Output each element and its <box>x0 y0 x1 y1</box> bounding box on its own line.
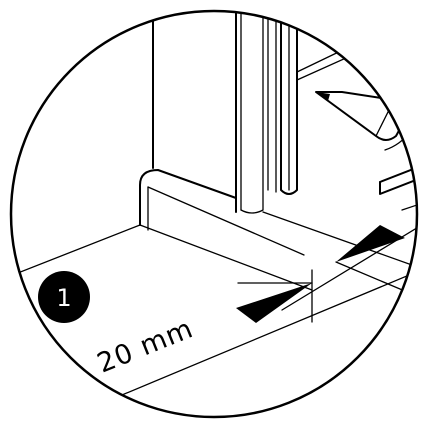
detail-frame-circle <box>9 9 419 419</box>
ruler-lower-edge <box>401 201 417 211</box>
step-badge-label: 1 <box>56 284 71 312</box>
ruler-bottom <box>379 175 417 195</box>
dimension-arrow-right <box>336 225 405 262</box>
wall-panel-bottom <box>240 11 264 214</box>
dimension-arrow-left <box>236 283 312 323</box>
ruler-edge <box>379 163 417 183</box>
plinth-front-top <box>147 186 305 256</box>
back-wall-lower-edge <box>296 21 417 81</box>
back-wall-edge <box>296 11 417 73</box>
plinth-front-bottom <box>139 224 313 291</box>
extension-line-right <box>335 261 417 301</box>
plinth-back-edge <box>262 211 417 271</box>
floor-line-upper <box>11 224 141 281</box>
plinth-top-curve <box>139 169 237 226</box>
step-badge: 1 <box>38 271 90 323</box>
pencil-tip <box>316 92 330 101</box>
floor-line-lower <box>109 267 417 401</box>
rod-right <box>280 11 298 195</box>
